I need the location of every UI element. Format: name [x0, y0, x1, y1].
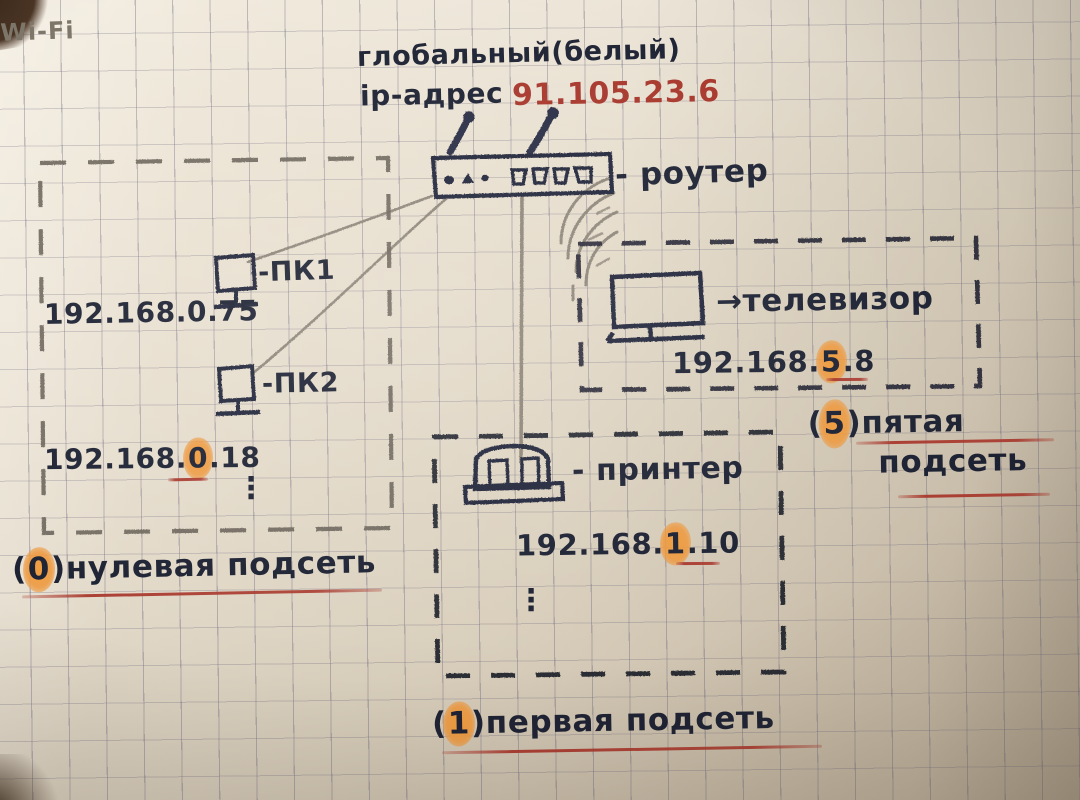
tv-ip-prefix: 192.168.	[671, 344, 821, 381]
router-label: - роутер	[614, 152, 769, 194]
tv-ip-suffix: .8	[842, 343, 876, 379]
tv-ip-underline	[825, 377, 869, 382]
pc1-label: -ПК1	[257, 254, 336, 289]
pc2-ellipsis: ⋮	[236, 471, 266, 506]
subnet-0-text: нулевая подсеть	[65, 544, 377, 587]
subnet-1-number: 1	[447, 705, 471, 742]
pc1-ip: 192.168.0.75	[43, 294, 259, 331]
pc2-label: -ПК2	[261, 367, 340, 400]
global-ip-value: 91.105.23.6	[511, 74, 721, 113]
printer-ip-underline	[675, 561, 721, 566]
pc2-ip: 192.168.0.18	[44, 441, 261, 476]
subnet-1-caption: (1)первая подсеть	[431, 700, 776, 742]
global-ip-label: ip-адрес	[359, 76, 504, 113]
tv-label: →телевизор	[715, 280, 934, 320]
printer-ip-octet-highlight: 1	[664, 526, 686, 561]
printer-ellipsis: ⋮	[516, 583, 546, 618]
printer-ip: 192.168.1.10	[516, 525, 740, 562]
tv-ip-octet-highlight: 5	[820, 344, 842, 379]
desk-corner-bottom-left	[0, 754, 70, 800]
pc2-ip-prefix: 192.168.	[43, 441, 188, 477]
subnet-0-caption: (0)нулевая подсеть	[11, 544, 377, 588]
subnet-0-number: 0	[27, 551, 51, 588]
printer-ip-suffix: .10	[686, 525, 741, 561]
printer-ip-prefix: 192.168.	[515, 526, 665, 563]
subnet-5-line2: подсеть	[878, 442, 1028, 481]
pc2-ip-octet-highlight: 0	[187, 441, 209, 475]
subnet-1-text: первая подсеть	[485, 700, 776, 742]
printer-label: - принтер	[571, 450, 744, 489]
subnet-5-line1: пятая	[861, 403, 965, 441]
tv-ip: 192.168.5.8	[672, 344, 875, 380]
pc2-ip-suffix: .18	[208, 440, 261, 475]
subnet-5-number: 5	[822, 403, 847, 444]
